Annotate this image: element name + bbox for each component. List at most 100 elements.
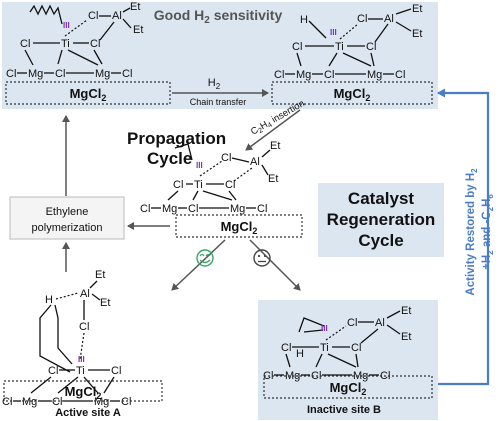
support-label: MgCl2 <box>70 86 107 103</box>
middle-structure: III Cl Al Et Et Cl Ti Cl Cl Mg Cl Mg Cl <box>140 140 280 215</box>
svg-text:Cl: Cl <box>281 342 291 354</box>
support-box-inactive <box>263 375 433 399</box>
svg-text:Cl: Cl <box>225 179 235 191</box>
svg-text:Et: Et <box>130 1 140 13</box>
svg-text:H: H <box>300 14 308 26</box>
activity-restored-label: Activity Restored by H2 <box>465 168 479 296</box>
svg-text:Cl: Cl <box>79 321 89 333</box>
svg-text:Et: Et <box>412 3 422 15</box>
svg-text:Cl: Cl <box>52 396 62 408</box>
propagation-label-line1: Propagation <box>127 129 226 148</box>
svg-text:Cl: Cl <box>88 10 98 22</box>
svg-text:Ti: Ti <box>335 41 344 53</box>
svg-text:Cl: Cl <box>257 203 267 215</box>
top-right-structure: H III Cl Al Et Et Cl Ti Cl Cl Mg Cl Mg C… <box>274 3 422 81</box>
to-active-arrow <box>171 239 226 291</box>
regeneration-label-box <box>318 183 444 257</box>
svg-text:Cl: Cl <box>48 365 58 377</box>
svg-text:Cl: Cl <box>366 41 376 53</box>
svg-text:Al: Al <box>375 317 385 329</box>
svg-text:III: III <box>196 161 203 170</box>
top-panel <box>2 2 438 109</box>
svg-text:Cl: Cl <box>351 342 361 354</box>
svg-text:Cl: Cl <box>90 38 100 50</box>
svg-text:Ti: Ti <box>320 342 329 354</box>
svg-text:III: III <box>63 21 70 30</box>
svg-text:Mg: Mg <box>367 69 382 81</box>
svg-text:III: III <box>321 324 328 333</box>
svg-text:Cl: Cl <box>292 41 302 53</box>
support-box-active <box>3 380 163 402</box>
svg-text:Cl: Cl <box>347 317 357 329</box>
insertion-arrow <box>245 109 301 151</box>
support-label: MgCl2 <box>330 380 367 397</box>
svg-text:Mg: Mg <box>94 396 109 408</box>
ethylene-line2: polymerization <box>32 222 103 234</box>
svg-text:Cl: Cl <box>357 13 367 25</box>
svg-text:Mg: Mg <box>230 203 245 215</box>
chain-transfer-label: Chain transfer <box>190 97 247 107</box>
svg-text:Mg: Mg <box>22 396 37 408</box>
svg-text:Cl: Cl <box>188 203 198 215</box>
regen-line2: Regeneration <box>327 210 436 229</box>
svg-text:H: H <box>45 294 53 306</box>
support-box-top-right <box>271 81 433 105</box>
svg-text:Al: Al <box>80 288 90 300</box>
svg-text:Et: Et <box>412 28 422 40</box>
svg-text:Ti: Ti <box>76 365 85 377</box>
svg-text:Et: Et <box>401 305 411 317</box>
svg-text:Cl: Cl <box>173 179 183 191</box>
svg-text:Cl: Cl <box>140 203 150 215</box>
svg-text:Cl: Cl <box>122 68 132 80</box>
active-site-label: Active site A <box>55 407 121 419</box>
svg-text:Mg: Mg <box>162 203 177 215</box>
neutral-face-icon <box>253 249 271 267</box>
svg-text:Cl: Cl <box>6 68 16 80</box>
svg-text:Ti: Ti <box>61 38 70 50</box>
svg-text:Cl: Cl <box>395 69 405 81</box>
svg-text:Cl: Cl <box>2 396 12 408</box>
svg-text:Mg: Mg <box>296 69 311 81</box>
svg-text:Al: Al <box>112 10 122 22</box>
ethylene-line1: Ethylene <box>46 206 89 218</box>
support-label: MgCl2 <box>65 384 102 401</box>
svg-text:H: H <box>296 348 304 360</box>
to-inactive-arrow <box>249 239 301 291</box>
svg-text:Cl: Cl <box>55 68 65 80</box>
svg-text:Al: Al <box>384 13 394 25</box>
svg-text:Et: Et <box>95 269 105 281</box>
ethylene-polymerization-box <box>9 196 125 240</box>
regen-line3: Cycle <box>358 231 403 250</box>
support-label: MgCl2 <box>334 86 371 103</box>
svg-text:Et: Et <box>100 297 110 309</box>
h2-label: H2 <box>208 77 221 91</box>
support-label: MgCl2 <box>221 219 258 236</box>
svg-text:Cl: Cl <box>111 365 121 377</box>
smiling-face-icon <box>196 249 214 267</box>
svg-text:Cl: Cl <box>20 38 30 50</box>
svg-text:Et: Et <box>268 173 278 185</box>
regen-line1: Catalyst <box>348 189 414 208</box>
svg-text:Ti: Ti <box>194 179 203 191</box>
svg-text:Cl: Cl <box>221 152 231 164</box>
svg-text:Cl: Cl <box>324 69 334 81</box>
inactive-site-label: Inactive site B <box>307 404 381 416</box>
svg-text:Et: Et <box>270 140 280 152</box>
regeneration-arrow <box>433 88 490 386</box>
svg-text:Cl: Cl <box>121 396 131 408</box>
svg-text:Mg: Mg <box>28 68 43 80</box>
svg-text:Et: Et <box>133 24 143 36</box>
h2-c2h6-label: +H2 and -C2H6 <box>481 194 495 270</box>
propagation-label-line2: Cycle <box>147 149 192 168</box>
svg-text:Al: Al <box>250 156 260 168</box>
top-left-structure: III Cl Al Et Et Cl Ti Cl Cl Mg Cl Mg Cl <box>6 1 143 80</box>
svg-text:Et: Et <box>401 331 411 343</box>
svg-text:Mg: Mg <box>95 68 110 80</box>
svg-text:III: III <box>330 28 337 37</box>
support-box-middle <box>175 214 303 238</box>
svg-text:Cl: Cl <box>274 69 284 81</box>
svg-text:III: III <box>78 355 85 364</box>
support-box-top-left <box>5 81 171 105</box>
header-title: Good H2 sensitivity <box>154 7 283 26</box>
